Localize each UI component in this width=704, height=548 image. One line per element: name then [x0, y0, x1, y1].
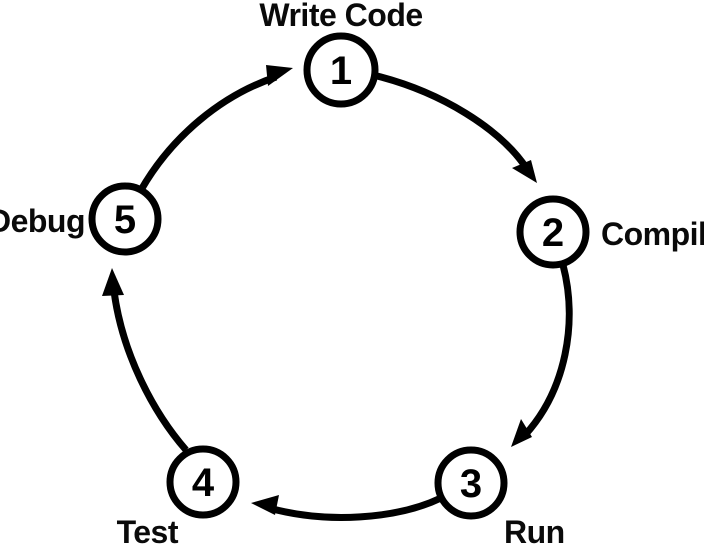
node-2-number: 2 [542, 211, 564, 255]
edge-2-to-3-path [522, 264, 573, 438]
edge-3-to-4 [251, 494, 443, 521]
node-3-circle[interactable] [434, 446, 508, 520]
node-2-label: Compile [601, 216, 704, 252]
node-4-label: Test [117, 514, 179, 548]
edge-1-to-2-arrowhead [512, 160, 537, 183]
node-3-number: 3 [460, 462, 482, 506]
node-1-number: 1 [330, 49, 352, 93]
node-4-number: 4 [192, 461, 215, 505]
edge-4-to-5-path [110, 290, 189, 453]
node-2-circle[interactable] [516, 195, 590, 269]
node-4[interactable]: 4 Test [117, 445, 240, 548]
edge-1-to-2-path [376, 72, 530, 171]
node-3[interactable]: 3 Run [434, 446, 565, 548]
edge-3-to-4-path [268, 494, 443, 521]
edge-5-to-1-arrowhead [266, 65, 293, 86]
edge-2-to-3-arrowhead [511, 419, 532, 447]
node-1[interactable]: 1 Write Code [259, 0, 423, 108]
edge-4-to-5 [102, 268, 189, 453]
node-5[interactable]: 5 Debug [0, 182, 162, 256]
edge-1-to-2 [376, 72, 537, 183]
node-1-circle[interactable] [303, 32, 379, 108]
node-5-label: Debug [0, 203, 85, 239]
edge-3-to-4-arrowhead [251, 495, 279, 515]
node-3-label: Run [504, 514, 565, 548]
edge-5-to-1-path [137, 73, 278, 192]
node-4-circle[interactable] [166, 445, 240, 519]
edge-2-to-3 [511, 264, 573, 447]
node-2[interactable]: 2 Compile [516, 195, 704, 269]
node-5-circle[interactable] [88, 182, 162, 256]
edge-5-to-1 [137, 65, 293, 192]
node-1-label: Write Code [259, 0, 422, 33]
node-5-number: 5 [114, 198, 136, 242]
edge-4-to-5-arrowhead [102, 268, 124, 296]
